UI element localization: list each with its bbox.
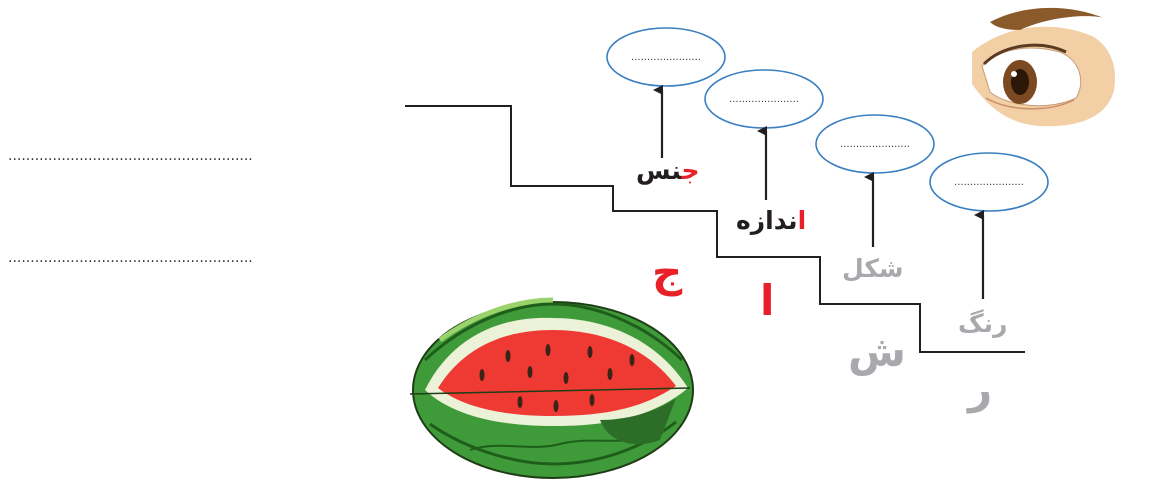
eye-icon (972, 7, 1116, 127)
initial-color: ر (968, 364, 993, 413)
initial-shape: ش (848, 327, 906, 376)
label-gender-first-letter: ج (681, 156, 700, 185)
label-size-rest: ندازه (736, 206, 798, 235)
bubble-shape: ...................... (815, 114, 935, 174)
watermelon-icon (409, 297, 694, 479)
bubble-gender: ...................... (606, 27, 726, 87)
label-size: اندازه (736, 208, 806, 233)
bubble-size: ...................... (704, 69, 824, 129)
initial-gender: ج (652, 247, 683, 296)
label-size-first-letter: ا (797, 206, 807, 235)
staircase-line (405, 105, 1025, 353)
bubble-color-text[interactable]: ...................... (954, 177, 1024, 188)
label-shape: شکل (842, 254, 904, 283)
label-gender: جنس (636, 158, 700, 183)
bubble-shape-text[interactable]: ...................... (840, 139, 910, 150)
label-gender-rest: نس (636, 156, 682, 185)
label-color: رنگ (958, 309, 1008, 338)
bubble-color: ...................... (929, 152, 1049, 212)
bubble-gender-text[interactable]: ...................... (631, 52, 701, 63)
initial-size: ا (760, 276, 775, 325)
answer-line-1[interactable]: ........................................… (8, 148, 253, 164)
answer-line-2[interactable]: ........................................… (8, 250, 253, 266)
bubble-size-text[interactable]: ...................... (729, 94, 799, 105)
